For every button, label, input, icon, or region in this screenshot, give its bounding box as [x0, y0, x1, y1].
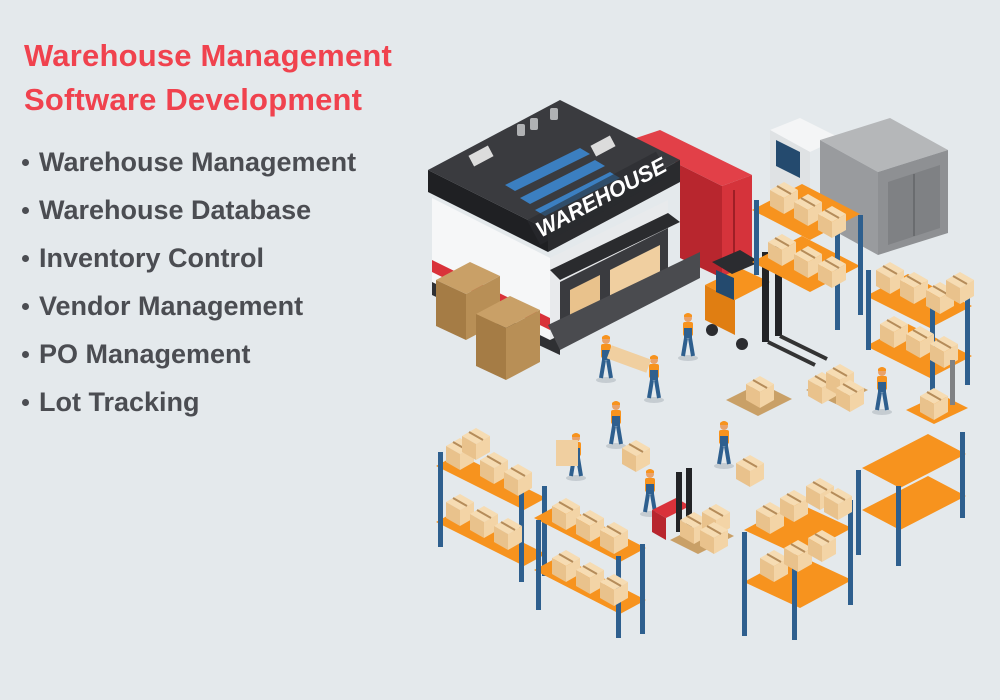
- page-title: Warehouse Management Software Developmen…: [24, 34, 392, 122]
- bullet-icon: [22, 254, 29, 262]
- empty-rack-icon: [856, 432, 966, 566]
- feature-item: PO Management: [18, 330, 356, 378]
- feature-label: PO Management: [39, 338, 251, 369]
- rear-shelving-rack-icon: [752, 181, 975, 395]
- bullet-icon: [22, 398, 29, 406]
- title-line-1: Warehouse Management: [24, 38, 393, 73]
- feature-list: Warehouse Management Warehouse Database …: [18, 138, 356, 426]
- feature-item: Vendor Management: [18, 282, 356, 330]
- bullet-icon: [22, 302, 29, 310]
- feature-item: Inventory Control: [18, 234, 356, 282]
- pallet-jack-icon: [652, 468, 734, 555]
- shipping-container-icon: [630, 130, 752, 278]
- floor-pallets-icon: [726, 363, 868, 416]
- feature-item: Warehouse Database: [18, 186, 356, 234]
- feature-item: Lot Tracking: [18, 378, 356, 426]
- feature-label: Lot Tracking: [39, 386, 200, 417]
- workers-icon: [556, 311, 894, 519]
- feature-label: Vendor Management: [39, 290, 304, 321]
- forklift-icon: [705, 246, 828, 367]
- front-center-rack-icon: [534, 497, 646, 638]
- feature-label: Inventory Control: [39, 242, 265, 273]
- title-line-2: Software Development: [24, 82, 363, 117]
- front-left-rack-icon: [436, 427, 547, 582]
- scale-icon: [906, 360, 968, 424]
- bullet-icon: [22, 158, 29, 166]
- bullet-icon: [22, 350, 29, 358]
- front-right-rack-icon: [742, 477, 853, 640]
- feature-label: Warehouse Management: [39, 146, 357, 177]
- bullet-icon: [22, 206, 29, 214]
- feature-label: Warehouse Database: [39, 194, 312, 225]
- feature-item: Warehouse Management: [18, 138, 356, 186]
